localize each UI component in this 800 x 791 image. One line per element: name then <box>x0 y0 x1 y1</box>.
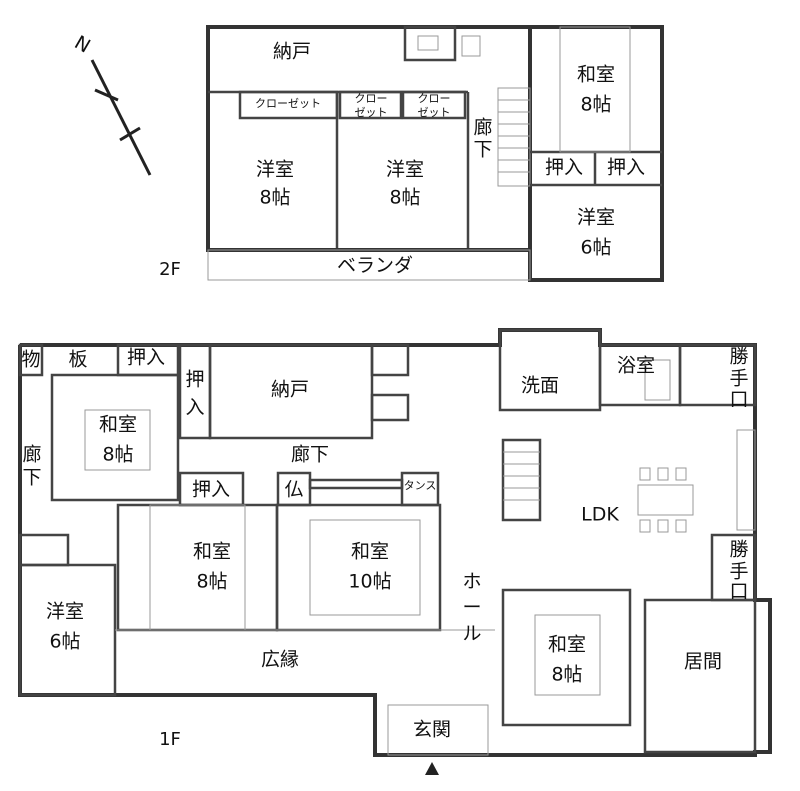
bathroom-label: 浴室 <box>617 355 655 377</box>
dining-table-icon <box>637 467 694 533</box>
closet-label: クローゼット <box>255 97 321 110</box>
room-japanese-nw: 和室 <box>99 414 137 436</box>
hall-label: ホ <box>462 571 481 593</box>
sink-icon <box>461 35 481 57</box>
toilet-icon <box>18 533 70 567</box>
north-arrow-icon: N <box>71 31 152 176</box>
closet-label: クロー <box>418 92 451 105</box>
corridor-label: 廊 <box>22 444 41 466</box>
room-western-3-size: 6帖 <box>580 237 611 259</box>
room-japanese-se: 和室 <box>548 634 586 656</box>
room-nando-2f: 納戸 <box>273 41 311 63</box>
hall-label: ル <box>462 623 481 645</box>
room-japanese-10: 和室 <box>351 541 389 563</box>
oshiire-label: 押入 <box>607 157 645 179</box>
room-western-1-size: 8帖 <box>259 187 290 209</box>
room-western-1f-size: 6帖 <box>49 631 80 653</box>
back-door-label: 勝 <box>729 346 748 368</box>
ldk-label: LDK <box>581 504 619 526</box>
board-floor-label: 板 <box>68 349 87 371</box>
back-door-label: 手 <box>729 368 748 390</box>
kitchen-counter-icon <box>736 429 756 531</box>
back-door-label: 勝 <box>729 539 748 561</box>
room-western-2: 洋室 <box>386 159 424 181</box>
room-japanese-center-size: 8帖 <box>196 571 227 593</box>
oshiire-label: 押入 <box>192 479 230 501</box>
living-room-label: 居間 <box>684 651 722 673</box>
closet-label: ゼット <box>418 106 451 119</box>
corridor-label: 廊 <box>473 117 492 139</box>
room-western-1: 洋室 <box>256 159 294 181</box>
tansu-label: タンス <box>404 479 437 492</box>
room-japanese-10-size: 10帖 <box>348 571 391 593</box>
butsudan-label: 仏 <box>284 479 303 501</box>
toilet-icon <box>370 393 410 422</box>
corridor-label: 廊下 <box>291 444 329 466</box>
floor-1-label: 1F <box>159 729 181 750</box>
genkan-label: 玄関 <box>413 719 451 741</box>
closet-label: ゼット <box>355 106 388 119</box>
back-door-label: 手 <box>729 561 748 583</box>
room-western-3: 洋室 <box>577 207 615 229</box>
toilet-icon <box>403 25 457 62</box>
washroom-label: 洗面 <box>521 375 559 397</box>
room-nando-1f: 納戸 <box>271 379 309 401</box>
staircase-icon <box>497 87 531 187</box>
hall-label: ー <box>462 597 481 619</box>
entrance-marker-icon <box>425 762 439 775</box>
oshiire-label: 入 <box>185 397 204 419</box>
room-japanese-nw-size: 8帖 <box>102 444 133 466</box>
floor-2-plan: 納戸 クローゼット クロー ゼット クロー ゼット 洋室 8帖 洋室 8帖 廊 … <box>159 25 664 282</box>
back-door-label: 口 <box>729 389 748 411</box>
room-western-1f: 洋室 <box>46 601 84 623</box>
room-japanese-se-size: 8帖 <box>551 664 582 686</box>
staircase-icon <box>501 438 542 522</box>
storage-label: 物 <box>21 349 40 371</box>
back-door-label: 口 <box>729 581 748 603</box>
floor-2-label: 2F <box>159 259 181 280</box>
room-japanese-2f: 和室 <box>577 64 615 86</box>
room-western-2-size: 8帖 <box>389 187 420 209</box>
room-japanese-center: 和室 <box>193 541 231 563</box>
corridor-label: 下 <box>22 467 41 489</box>
bathtub-icon <box>644 359 671 401</box>
compass-label: N <box>71 31 94 57</box>
hiroen-label: 広縁 <box>261 649 299 671</box>
room-japanese-2f-size: 8帖 <box>580 94 611 116</box>
oshiire-label: 押入 <box>127 347 165 369</box>
oshiire-label: 押入 <box>545 157 583 179</box>
toilet-icon <box>370 343 410 377</box>
floor-1-plan: 物 板 押入 和室 8帖 押 入 納戸 廊 下 廊下 押入 仏 タンス 和室 8… <box>18 328 772 775</box>
veranda-label: ベランダ <box>337 255 413 277</box>
oshiire-label: 押 <box>185 369 204 391</box>
closet-label: クロー <box>355 92 388 105</box>
corridor-label: 下 <box>473 139 492 161</box>
